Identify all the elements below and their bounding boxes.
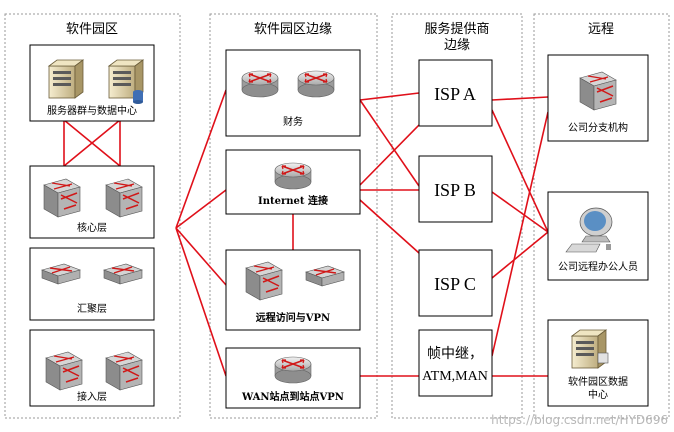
provider-zone-title-line2: 边缘 xyxy=(444,38,470,53)
isp-a-label: ISP A xyxy=(434,84,476,104)
link-ispa-teleworker xyxy=(491,109,549,233)
finance-label: 财务 xyxy=(283,115,303,128)
wan-vpn-label: WAN站点到站点VPN xyxy=(241,390,344,403)
remote-vpn-block: 远程访问与VPN xyxy=(225,249,361,331)
teleworker-label: 公司远程办公人员 xyxy=(558,260,638,273)
campus-zone-title: 软件园区 xyxy=(66,22,118,37)
frame-relay-label-line1: 帧中继， xyxy=(427,346,483,362)
remote-zone-title: 远程 xyxy=(588,22,614,37)
core-layer-label: 核心层 xyxy=(77,221,107,234)
frame-relay-block: 帧中继， ATM,MAN xyxy=(418,329,493,397)
storage-icon xyxy=(597,352,609,364)
link-internet-ispc xyxy=(359,199,420,254)
computer-icon xyxy=(565,207,613,253)
server-farm-label: 服务器群与数据中心 xyxy=(47,104,137,117)
server-farm-block: 服务器群与数据中心 xyxy=(29,44,155,122)
branch-label: 公司分支机构 xyxy=(568,121,628,134)
distribution-layer-block: 汇聚层 xyxy=(29,247,155,321)
internet-label: Internet 连接 xyxy=(258,194,328,207)
core-switch-icon xyxy=(105,178,143,218)
link-ispa-branch xyxy=(491,96,549,101)
isp-a-block: ISP A xyxy=(418,59,493,127)
isp-c-label: ISP C xyxy=(434,274,476,294)
router-icon xyxy=(241,70,279,98)
link-campus-remote-vpn xyxy=(175,227,227,286)
internet-block: Internet 连接 xyxy=(225,149,361,215)
router-icon xyxy=(274,356,312,384)
branch-switch-icon xyxy=(579,71,617,111)
watermark: https://blog.csdn.net/HYD696 xyxy=(491,413,668,427)
router-icon xyxy=(274,162,312,190)
link-finance-ispb xyxy=(359,99,420,187)
links xyxy=(63,89,549,377)
access-switch-icon xyxy=(105,351,143,391)
server-icon xyxy=(48,59,84,99)
remote-datacenter-label-line1: 软件园区数据 xyxy=(568,375,628,388)
teleworker-block: 公司远程办公人员 xyxy=(547,191,649,281)
edge-zone-title: 软件园区边缘 xyxy=(254,22,332,37)
finance-block: 财务 xyxy=(225,49,361,137)
distribution-layer-label: 汇聚层 xyxy=(77,302,107,315)
link-finance-ispa xyxy=(359,92,420,101)
link-campus-finance xyxy=(175,89,227,229)
remote-datacenter-label-line2: 中心 xyxy=(588,388,608,401)
link-internet-ispa xyxy=(359,124,420,186)
database-icon xyxy=(133,92,143,102)
isp-c-block: ISP C xyxy=(418,249,493,317)
access-layer-block: 接入层 xyxy=(29,329,155,407)
access-layer-label: 接入层 xyxy=(77,390,107,403)
link-server-core-cross2 xyxy=(63,119,121,167)
link-ispc-teleworker xyxy=(491,231,549,279)
link-frame-branch xyxy=(491,111,549,357)
isp-b-label: ISP B xyxy=(434,180,476,200)
frame-relay-label-line2: ATM,MAN xyxy=(422,369,488,384)
link-campus-internet xyxy=(175,189,227,229)
branch-block: 公司分支机构 xyxy=(547,54,649,142)
access-switch-icon xyxy=(45,351,83,391)
remote-datacenter-block: 软件园区数据 中心 xyxy=(547,319,649,407)
wan-vpn-block: WAN站点到站点VPN xyxy=(225,347,361,409)
core-switch-icon xyxy=(43,178,81,218)
vpn-switch-icon xyxy=(245,261,283,301)
isp-b-block: ISP B xyxy=(418,155,493,223)
remote-vpn-label: 远程访问与VPN xyxy=(256,311,330,324)
core-layer-block: 核心层 xyxy=(29,165,155,239)
link-campus-wan xyxy=(175,227,227,377)
provider-zone-title-line1: 服务提供商 xyxy=(424,21,489,37)
router-icon xyxy=(297,70,335,98)
link-ispb-teleworker xyxy=(491,191,549,233)
